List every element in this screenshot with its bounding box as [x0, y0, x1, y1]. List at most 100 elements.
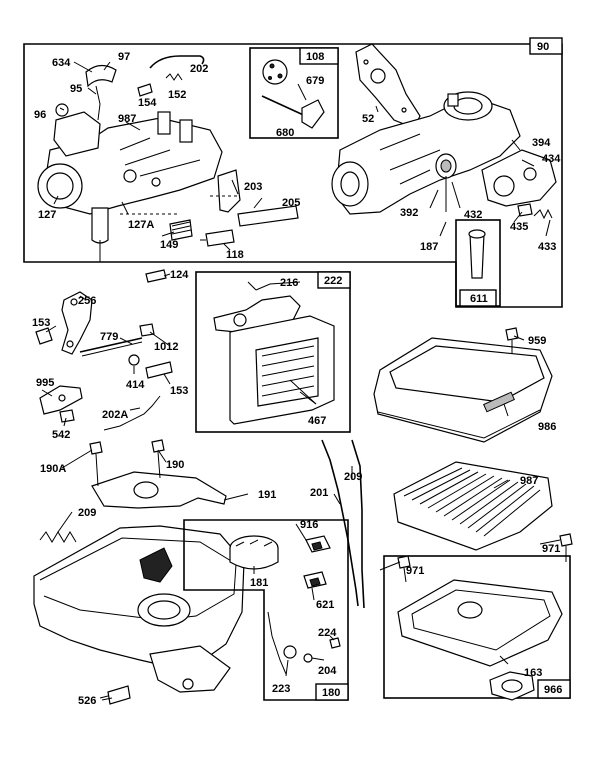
bolt-124	[145, 269, 167, 283]
box-966-frame	[383, 555, 571, 699]
label-154: 154	[138, 97, 157, 109]
box-966-label: 966	[544, 684, 562, 696]
base-966-inner	[411, 589, 551, 651]
label-181: 181	[250, 577, 268, 589]
bracket-191	[91, 471, 227, 509]
box-90-label: 90	[537, 41, 549, 53]
tube-top	[468, 229, 486, 239]
cover-rim	[377, 409, 541, 439]
label-163: 163	[524, 667, 542, 679]
rod-779-edge	[81, 341, 143, 357]
label-634: 634	[52, 57, 71, 69]
label-191: 191	[258, 489, 276, 501]
label-679: 679	[306, 75, 324, 87]
screw-154	[137, 83, 153, 97]
label-680: 680	[276, 127, 294, 139]
choke-plate	[262, 59, 288, 85]
label-987: 987	[118, 113, 136, 125]
spring-coils	[171, 221, 192, 235]
box-108-label: 108	[306, 51, 324, 63]
bracket-223-hole	[283, 645, 297, 659]
label-96: 96	[34, 109, 46, 121]
box-222-tag	[317, 271, 351, 289]
label-216: 216	[280, 277, 298, 289]
label-467: 467	[308, 415, 326, 427]
gasket-bolt-hole	[401, 107, 407, 113]
label-995: 995	[36, 377, 54, 389]
gasket-163-hole	[501, 679, 523, 693]
fuel-tank-neck-inner	[147, 600, 181, 620]
box-222-frame	[195, 271, 351, 433]
rod-201	[321, 439, 359, 607]
screw-959	[505, 327, 519, 341]
label-205: 205	[282, 197, 300, 209]
box-222-label: 222	[324, 275, 342, 287]
clip-916-detail	[311, 541, 323, 551]
cover-top	[389, 345, 545, 403]
label-433: 433	[538, 241, 556, 253]
part-96	[55, 103, 69, 117]
throttle-spring	[95, 85, 101, 121]
label-209b: 209	[78, 507, 96, 519]
label-779: 779	[100, 331, 118, 343]
filter-pleats	[261, 345, 315, 397]
box-90-tag	[529, 37, 563, 55]
hole	[268, 76, 272, 80]
label-542: 542	[52, 429, 70, 441]
label-97: 97	[118, 51, 130, 63]
screw-190A-shank	[95, 453, 99, 487]
fitting-1012	[139, 323, 155, 337]
fuel-tank-bracket	[149, 645, 231, 693]
label-187: 187	[420, 241, 438, 253]
link-202A	[103, 395, 161, 431]
dashed-guide	[120, 195, 240, 215]
label-435: 435	[510, 221, 528, 233]
label-916: 916	[300, 519, 318, 531]
washer-414	[128, 354, 140, 366]
label-190A: 190A	[40, 463, 66, 475]
bracket-191-opening	[133, 481, 159, 499]
label-124: 124	[170, 269, 189, 281]
spring-209	[39, 531, 77, 543]
washer-204	[303, 653, 313, 663]
screw-190	[151, 439, 165, 453]
box-180-label: 180	[322, 687, 340, 699]
label-1012: 1012	[154, 341, 178, 353]
label-971a: 971	[406, 565, 424, 577]
carburetor-right	[331, 91, 521, 215]
box-180-tag	[315, 683, 349, 701]
filter-967-pleats	[403, 467, 541, 537]
fuel-pickup-tube	[469, 233, 485, 279]
label-153a: 153	[32, 317, 50, 329]
screw-224	[329, 637, 341, 649]
screw-971-left-shank	[403, 567, 407, 583]
throttle-plate	[85, 64, 117, 88]
pin-205	[237, 205, 299, 227]
gasket-hole	[370, 68, 386, 84]
rod-779	[79, 337, 143, 353]
screw-190A	[89, 441, 103, 455]
label-118: 118	[226, 249, 244, 261]
fuel-tank-top	[39, 537, 237, 621]
bushing-153	[35, 327, 53, 345]
box-611-tag	[459, 289, 497, 307]
bracket-hole	[70, 298, 78, 306]
label-201: 201	[310, 487, 328, 499]
bolt-526-shank	[101, 697, 113, 701]
label-52: 52	[362, 113, 374, 125]
bracket-hole	[182, 678, 194, 690]
label-959: 959	[528, 335, 546, 347]
label-204: 204	[318, 665, 337, 677]
fuel-tank-recess	[139, 547, 173, 583]
lever-203	[217, 169, 241, 213]
bracket-256	[61, 291, 93, 355]
label-621: 621	[316, 599, 334, 611]
needle-valve-118	[205, 229, 235, 247]
bracket-hole	[66, 340, 74, 348]
box-108-frame	[249, 47, 339, 139]
link-216	[255, 281, 301, 291]
fuel-tank	[33, 525, 245, 667]
label-127A: 127A	[128, 219, 154, 231]
hole	[269, 63, 275, 69]
filter-element	[255, 337, 319, 407]
